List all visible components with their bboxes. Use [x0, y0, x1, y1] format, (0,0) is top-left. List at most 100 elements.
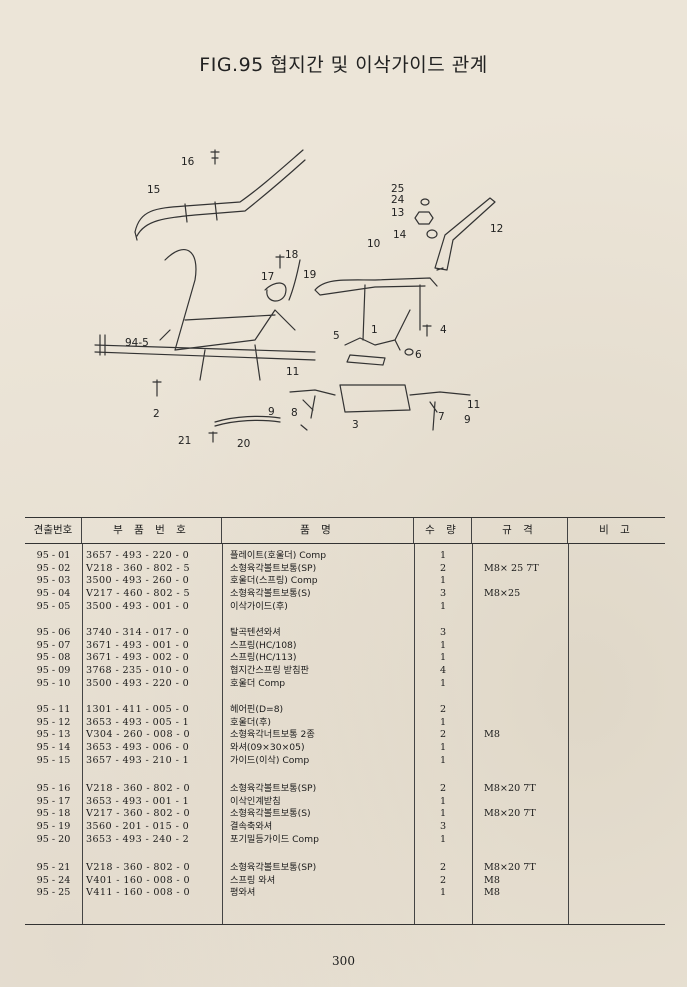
callout-8: 8 — [291, 407, 298, 419]
row-quantity: 1 — [439, 575, 447, 587]
row-note — [568, 717, 665, 730]
row-part-number: 1301 - 411 - 005 - 0 — [86, 704, 190, 715]
header-note: 비 고 — [599, 524, 634, 536]
row-spec — [472, 640, 568, 653]
row-part-name: 헤어핀(D=8) — [230, 704, 284, 715]
row-quantity: 2 — [439, 729, 447, 741]
row-spec — [472, 796, 568, 809]
row-note — [568, 601, 665, 614]
row-quantity: 1 — [439, 795, 447, 807]
row-note — [568, 821, 665, 834]
row-quantity: 1 — [439, 600, 447, 612]
part-5-guide — [344, 309, 411, 351]
callout-25: 25 — [391, 183, 404, 195]
row-quantity: 1 — [439, 742, 447, 754]
callout-3: 3 — [352, 419, 359, 431]
row-item-no: 95 - 25 — [36, 887, 71, 899]
row-item-no: 95 - 01 — [36, 550, 71, 561]
row-note — [568, 665, 665, 678]
row-part-number: V304 - 260 - 008 - 0 — [86, 729, 190, 741]
row-part-number: 3653 - 493 - 001 - 1 — [86, 795, 190, 807]
row-note — [568, 783, 665, 796]
row-quantity: 1 — [439, 652, 447, 664]
callout-17: 17 — [261, 271, 274, 283]
part-15-guide — [134, 149, 306, 237]
part-2-bolt — [152, 379, 162, 397]
column-divider — [568, 544, 569, 924]
row-spec: M8 — [484, 874, 500, 886]
callout-11-left: 11 — [286, 366, 299, 378]
row-quantity: 1 — [439, 754, 447, 766]
row-part-number: 3653 - 493 - 006 - 0 — [86, 742, 190, 754]
row-item-no: 95 - 21 — [36, 862, 71, 873]
row-note — [568, 755, 665, 768]
part-20-guide — [214, 415, 281, 427]
parts-diagram: 16 15 25 24 13 14 12 10 18 17 19 94-5 5 … — [75, 140, 535, 460]
column-divider — [414, 544, 415, 924]
row-part-name: 호울더(후) — [230, 716, 271, 728]
row-spec — [472, 601, 568, 614]
row-item-no: 95 - 09 — [36, 665, 71, 677]
part-13-nut — [414, 211, 434, 225]
row-spec — [472, 627, 568, 640]
row-part-name: 소형육각볼트보통(SP) — [230, 562, 317, 574]
row-note — [568, 678, 665, 691]
row-part-number: 3768 - 235 - 010 - 0 — [86, 665, 190, 677]
header-spec: 규 격 — [472, 518, 568, 543]
frame-94-5-bracket — [99, 334, 106, 356]
callout-14: 14 — [393, 229, 407, 241]
row-part-name: 평와셔 — [230, 887, 256, 899]
part-15-bracket — [134, 201, 218, 241]
header-no: 견출번호 — [25, 518, 82, 543]
row-part-number: 3500 - 493 - 260 - 0 — [86, 575, 190, 587]
row-part-name: 소형육각볼트보통(SP) — [230, 862, 317, 873]
row-part-name: 호울더(스프링) Comp — [230, 575, 318, 587]
row-part-name: 탈곡텐션와셔 — [230, 627, 281, 638]
part-10-holder — [314, 277, 438, 341]
row-part-name: 협지간스프링 받침판 — [230, 665, 309, 677]
row-spec: M8 — [484, 887, 500, 899]
row-item-no: 95 - 13 — [36, 729, 71, 741]
header-qty: 수 량 — [414, 518, 472, 543]
callout-16: 16 — [181, 156, 195, 168]
callout-9-right: 9 — [464, 414, 471, 426]
column-divider — [222, 544, 223, 924]
row-spec — [472, 834, 568, 847]
row-part-name: 가이드(이삭) Comp — [230, 754, 310, 766]
row-part-number: 3657 - 493 - 220 - 0 — [86, 550, 190, 561]
row-item-no: 95 - 20 — [36, 833, 71, 845]
row-note — [568, 742, 665, 755]
callout-24: 24 — [391, 194, 405, 206]
callout-7: 7 — [438, 411, 445, 423]
row-part-number: 3560 - 201 - 015 - 0 — [86, 821, 190, 833]
row-quantity: 1 — [439, 887, 447, 899]
row-spec — [472, 575, 568, 588]
row-item-no: 95 - 14 — [36, 742, 71, 754]
row-spec — [472, 665, 568, 678]
row-part-number: 3671 - 493 - 002 - 0 — [86, 652, 190, 664]
column-divider — [82, 544, 83, 924]
row-spec: M8×20 7T — [484, 862, 536, 873]
callout-20: 20 — [237, 438, 250, 450]
row-part-number: 3500 - 493 - 220 - 0 — [86, 677, 190, 689]
parts-diagram-svg: 16 15 25 24 13 14 12 10 18 17 19 94-5 5 … — [94, 149, 503, 450]
callout-5: 5 — [333, 330, 340, 342]
row-part-number: V217 - 360 - 802 - 0 — [86, 808, 190, 820]
frame-94-5 — [94, 249, 316, 381]
row-spec — [472, 704, 568, 717]
row-quantity: 3 — [439, 627, 447, 638]
row-part-name: 이삭가이드(후) — [230, 600, 288, 612]
